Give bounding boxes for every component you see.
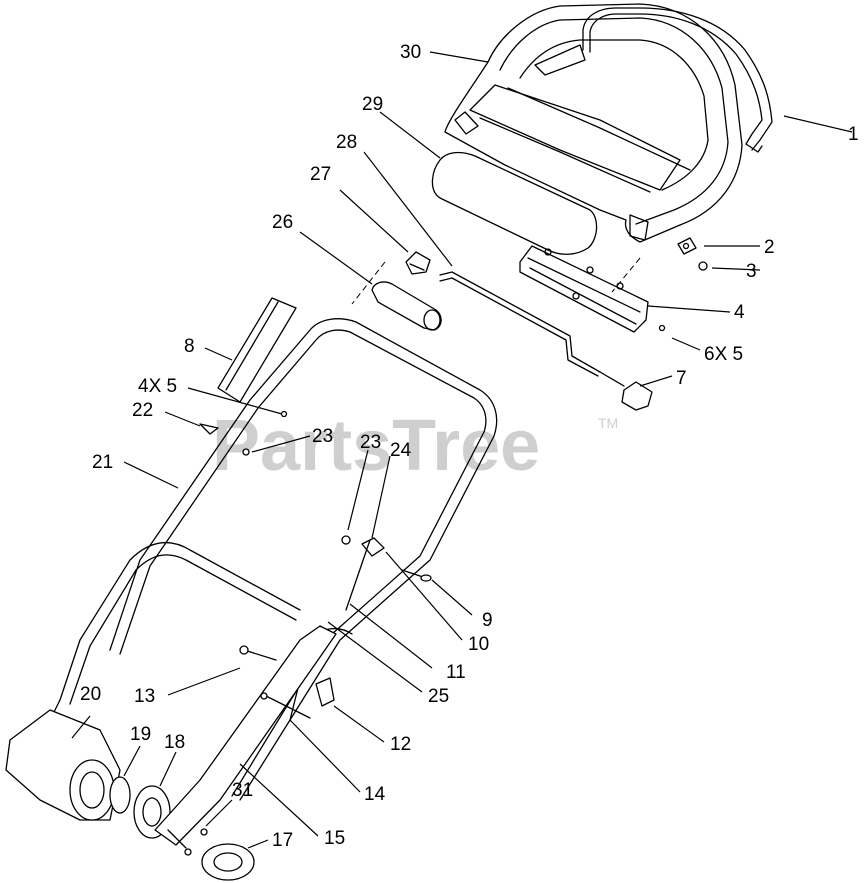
part-control-rod [439,271,601,377]
callout-11: 11 [446,662,466,683]
leader-lines [71,51,853,849]
callout-22: 22 [132,400,153,421]
callout-18: 18 [164,732,185,753]
watermark-trademark: TM [598,415,618,431]
callout-23-right: 23 [360,432,381,453]
part-lower-handle [154,625,337,846]
callout-labels: 30 29 28 27 26 8 4X 5 22 23 21 23 24 1 2… [80,42,859,851]
callout-14: 14 [364,784,386,805]
callout-6x5: 6X 5 [704,344,743,365]
part-knob-bolt-rod [239,645,335,719]
callout-8: 8 [184,336,195,357]
part-bail-handle [582,7,773,153]
callout-15: 15 [324,828,345,849]
part-grip [599,371,653,411]
part-handle-cap [217,297,297,403]
callout-13: 13 [134,686,155,707]
callout-27: 27 [310,164,331,185]
part-bag-panel [431,151,598,255]
callout-10: 10 [468,634,489,655]
assembly-line-2 [611,257,641,293]
callout-17: 17 [272,830,293,851]
callout-28: 28 [336,132,357,153]
callout-25: 25 [428,686,449,707]
part-main-handle [39,318,498,801]
part-small-hardware-2-3 [658,237,708,332]
assembly-line-1 [351,261,386,305]
callout-26: 26 [272,212,293,233]
callout-7: 7 [676,368,687,389]
callout-29: 29 [362,94,383,115]
callout-4: 4 [734,302,745,323]
callout-23-left: 23 [312,426,333,447]
part-foam-grip [371,281,442,331]
callout-19: 19 [130,724,151,745]
callout-1: 1 [848,124,859,145]
callout-24: 24 [390,440,412,461]
callout-31: 31 [232,780,253,801]
part-cable-hardware [167,410,432,856]
part-spring-clip [405,251,431,275]
callout-9: 9 [482,610,493,631]
callout-21: 21 [92,452,113,473]
callout-30: 30 [400,42,421,63]
part-bag-frame [444,3,743,243]
callout-4x5: 4X 5 [138,376,177,397]
callout-12: 12 [390,734,411,755]
callout-2: 2 [764,237,775,258]
callout-20: 20 [80,684,101,705]
part-bracket [519,245,649,333]
callout-3: 3 [746,261,757,282]
